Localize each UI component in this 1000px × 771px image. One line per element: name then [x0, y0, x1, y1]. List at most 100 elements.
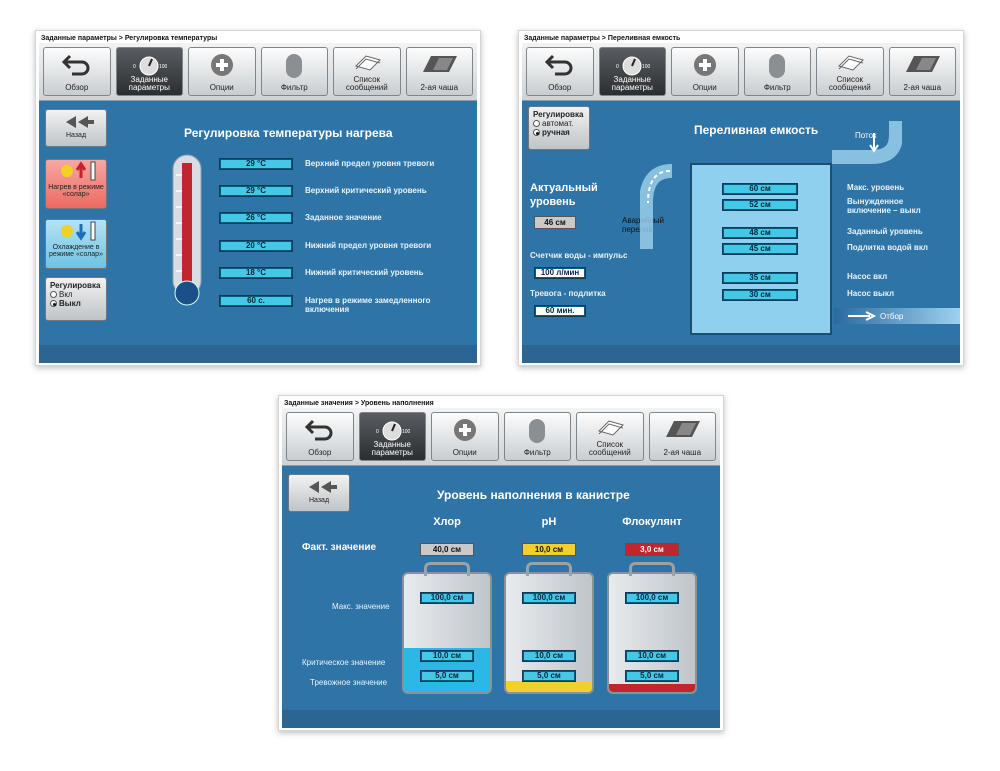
- message-list-icon: [837, 55, 864, 71]
- overview-label: Обзор: [548, 83, 572, 92]
- max-value[interactable]: 100,0 см: [625, 592, 679, 604]
- filter-button[interactable]: Фильтр: [743, 47, 811, 96]
- message-list-icon: [597, 420, 624, 436]
- crit-value[interactable]: 10,0 см: [625, 650, 679, 662]
- actual-value: 40,0 см: [420, 543, 474, 556]
- canister-handle: [424, 562, 470, 576]
- water-counter-label: Счетчик воды - импульс: [530, 251, 628, 260]
- setpoints-label: Заданные параметры: [611, 75, 653, 92]
- setpoint-label: Нижний предел уровня тревоги: [305, 241, 432, 250]
- screen-temperature: Заданные параметры > Регулировка темпера…: [35, 30, 481, 366]
- level-value[interactable]: 30 см: [722, 289, 798, 301]
- actual-value: 3,0 см: [625, 543, 679, 556]
- filter-button[interactable]: Фильтр: [260, 47, 328, 96]
- heat-solar-label: Нагрев в режиме «солар»: [48, 184, 104, 198]
- setpoints-label: Заданные параметры: [128, 75, 170, 92]
- max-value[interactable]: 100,0 см: [420, 592, 474, 604]
- overview-button[interactable]: Обзор: [43, 47, 111, 96]
- messages-label: Список сообщений: [588, 440, 631, 457]
- regulation-auto-radio[interactable]: автомат.: [533, 119, 585, 128]
- level-label: Подлитка водой вкл: [847, 243, 929, 252]
- options-button[interactable]: Опции: [671, 47, 739, 96]
- cool-solar-button[interactable]: Охлаждение в режиме «солар»: [45, 219, 107, 269]
- back-arrow-icon: [61, 54, 90, 76]
- regulation-off-radio[interactable]: Выкл: [50, 299, 102, 308]
- pool-icon: [423, 56, 458, 72]
- actual-value-label: Факт. значение: [302, 542, 377, 553]
- level-value[interactable]: 48 см: [722, 227, 798, 239]
- level-label: Насос вкл: [847, 272, 888, 281]
- level-label: Вынужденное включение – выкл: [847, 197, 921, 215]
- setpoint-label: Нагрев в режиме замедленного включения: [305, 296, 431, 314]
- level-value[interactable]: 52 см: [722, 199, 798, 211]
- breadcrumb: Заданные параметры > Регулировка темпера…: [41, 35, 218, 42]
- options-button[interactable]: Опции: [188, 47, 256, 96]
- svg-text:100: 100: [402, 429, 410, 435]
- setpoint-value[interactable]: 29 °C: [219, 185, 293, 197]
- level-label: Насос выкл: [847, 289, 895, 298]
- messages-button[interactable]: Список сообщений: [816, 47, 884, 96]
- setpoint-label: Верхний предел уровня тревоги: [305, 159, 435, 168]
- svg-text:0: 0: [616, 64, 619, 70]
- alarm-value[interactable]: 5,0 см: [625, 670, 679, 682]
- setpoint-value[interactable]: 29 °C: [219, 158, 293, 170]
- overview-button[interactable]: Обзор: [526, 47, 594, 96]
- regulation-title: Регулировка: [50, 281, 101, 290]
- alarm-refill-value[interactable]: 60 мин.: [534, 305, 586, 317]
- canister-fill: [506, 681, 592, 692]
- level-value[interactable]: 35 см: [722, 272, 798, 284]
- page-title: Переливная емкость: [694, 123, 819, 137]
- regulation-manual-radio[interactable]: ручная: [533, 128, 585, 137]
- heat-solar-button[interactable]: Нагрев в режиме «солар»: [45, 159, 107, 209]
- cool-solar-label: Охлаждение в режиме «солар»: [49, 244, 103, 258]
- back-arrow-icon: [304, 419, 333, 441]
- setpoint-value[interactable]: 60 с.: [219, 295, 293, 307]
- double-left-arrow-icon: [309, 481, 337, 493]
- second-bowl-label: 2-ая чаша: [663, 448, 702, 457]
- setpoint-value[interactable]: 26 °C: [219, 212, 293, 224]
- messages-button[interactable]: Список сообщений: [333, 47, 401, 96]
- regulation-on-radio[interactable]: Вкл: [50, 290, 102, 299]
- options-button[interactable]: Опции: [431, 412, 499, 461]
- alarm-value[interactable]: 5,0 см: [420, 670, 474, 682]
- canister-name: Флокулянт: [622, 516, 682, 528]
- back-label: Назад: [65, 132, 87, 139]
- setpoint-value[interactable]: 20 °C: [219, 240, 293, 252]
- back-label: Назад: [308, 497, 330, 504]
- second-bowl-button[interactable]: 2-ая чаша: [648, 412, 716, 461]
- filter-icon: [769, 54, 786, 78]
- options-label: Опции: [452, 448, 477, 457]
- plus-icon: [210, 54, 233, 76]
- max-value[interactable]: 100,0 см: [522, 592, 576, 604]
- crit-value[interactable]: 10,0 см: [522, 650, 576, 662]
- max-value-label: Макс. значение: [332, 602, 390, 611]
- level-value[interactable]: 60 см: [722, 183, 798, 195]
- crit-value[interactable]: 10,0 см: [420, 650, 474, 662]
- svg-text:0: 0: [133, 64, 136, 70]
- canister-name: pH: [541, 516, 557, 528]
- setpoint-value[interactable]: 18 °C: [219, 267, 293, 279]
- back-button[interactable]: Назад: [288, 474, 350, 512]
- second-bowl-button[interactable]: 2-ая чаша: [405, 47, 473, 96]
- filter-button[interactable]: Фильтр: [503, 412, 571, 461]
- alarm-value[interactable]: 5,0 см: [522, 670, 576, 682]
- level-value[interactable]: 45 см: [722, 243, 798, 255]
- sun-heat-icon: [61, 161, 96, 181]
- back-button[interactable]: Назад: [45, 109, 107, 147]
- messages-button[interactable]: Список сообщений: [576, 412, 644, 461]
- messages-label: Список сообщений: [828, 75, 871, 92]
- second-bowl-button[interactable]: 2-ая чаша: [888, 47, 956, 96]
- water-counter-value[interactable]: 100 л/мин: [534, 267, 586, 279]
- messages-label: Список сообщений: [345, 75, 388, 92]
- thermometer-icon: [172, 154, 202, 306]
- actual-level-label: Актуальный уровень: [530, 182, 598, 208]
- overview-button[interactable]: Обзор: [286, 412, 354, 461]
